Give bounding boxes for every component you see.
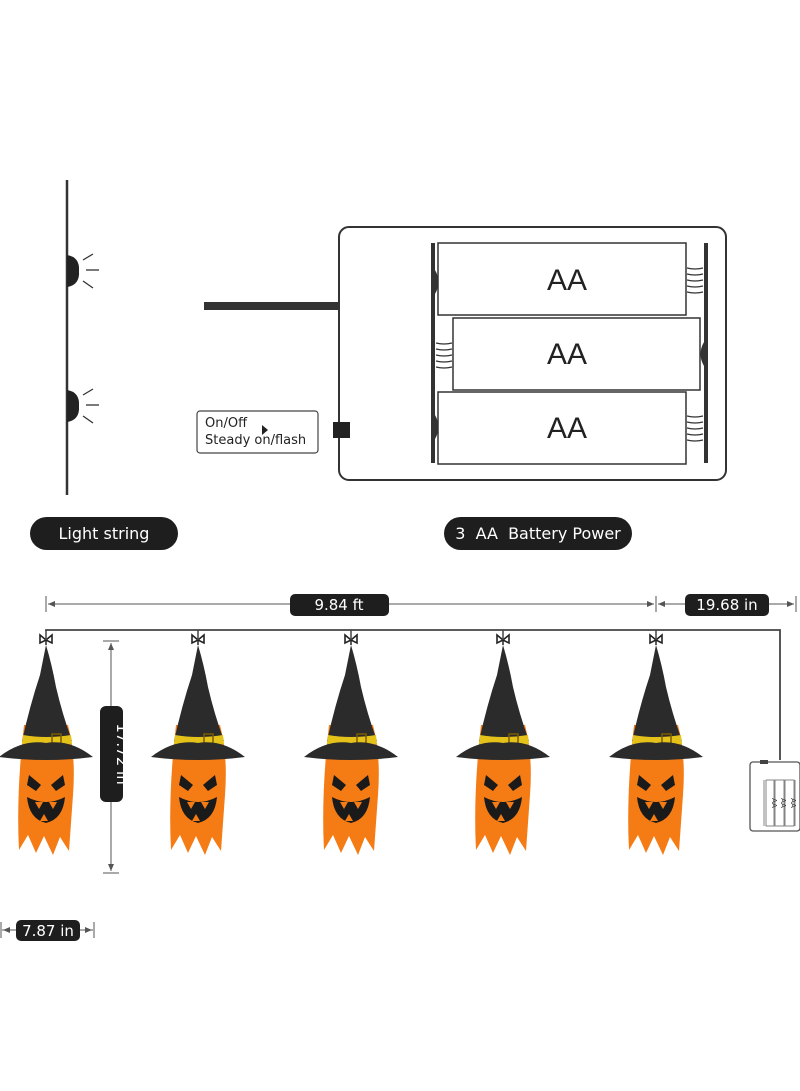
- light-string-sketch: [65, 180, 99, 495]
- mini-cell-label-3: AA: [789, 798, 797, 808]
- witch-ghost-light-4: [455, 634, 551, 856]
- battery-power-pill: 3 AA Battery Power: [444, 517, 632, 550]
- switch-label-mode: Steady on/flash: [205, 433, 306, 448]
- witch-ghost-light-2: [150, 634, 246, 856]
- string-length-value: 9.84 ft: [314, 596, 363, 614]
- witch-ghost-light-3: [303, 634, 399, 856]
- witch-ghost-light-1: [0, 634, 94, 856]
- battery-power-label: 3 AA Battery Power: [455, 524, 621, 543]
- cell-label-3: AA: [547, 412, 587, 445]
- lead-length-value: 19.68 in: [696, 596, 757, 614]
- mini-cell-label-1: AA: [770, 798, 778, 808]
- switch-callout: On/Off Steady on/flash: [196, 410, 319, 454]
- power-switch[interactable]: [333, 422, 350, 438]
- mini-cell-label-2: AA: [779, 798, 787, 808]
- height-value: 17.72 in: [113, 723, 131, 784]
- lead-length-dimension: 19.68 in: [658, 594, 797, 616]
- cell-label-1: AA: [547, 264, 587, 297]
- witch-ghost-light-5: [608, 634, 704, 856]
- cell-label-2: AA: [547, 338, 587, 371]
- switch-label-onoff: On/Off: [205, 416, 248, 431]
- height-dimension: 17.72 in: [100, 640, 131, 874]
- battery-box: AA AA AA: [204, 226, 727, 481]
- string-length-dimension: 9.84 ft: [45, 594, 657, 616]
- width-value: 7.87 in: [22, 922, 74, 940]
- light-string-pill: Light string: [30, 517, 178, 550]
- light-string-label: Light string: [59, 524, 150, 543]
- mini-battery-box: AA AA AA: [749, 760, 800, 832]
- width-dimension: 7.87 in: [0, 920, 95, 941]
